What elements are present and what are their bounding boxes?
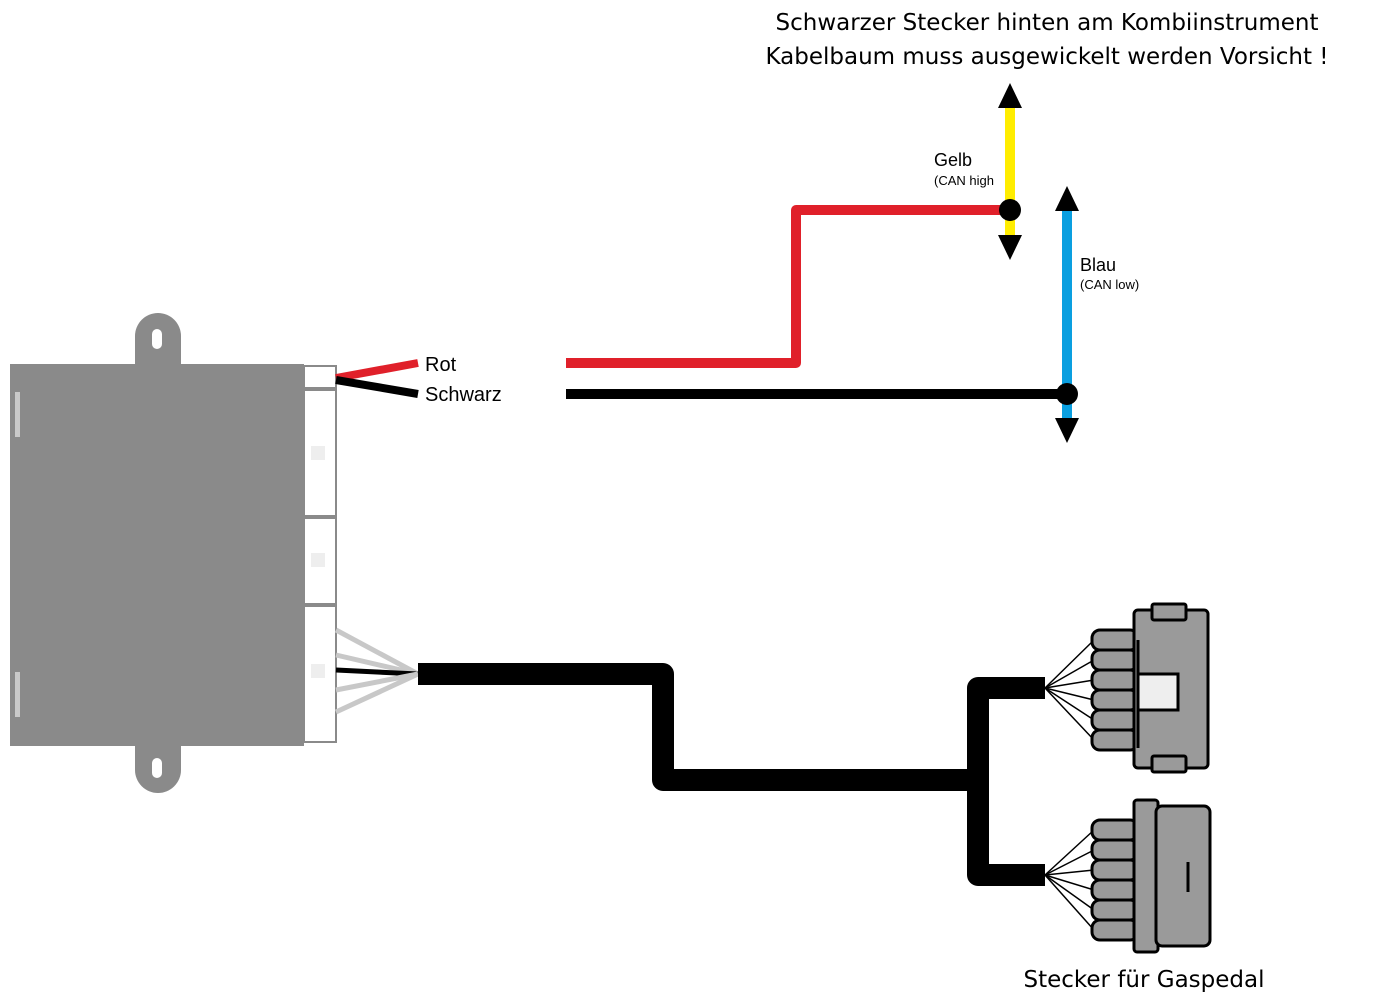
module-port-1-mark	[311, 446, 325, 460]
label-blau: Blau	[1080, 255, 1116, 275]
lower-connector-fan	[1044, 829, 1095, 931]
module-highlight-bottom	[15, 672, 20, 717]
control-module	[10, 313, 337, 793]
red-wire-stub	[335, 359, 419, 382]
blue-arrow-down-icon	[1055, 418, 1079, 443]
title-line-1: Schwarzer Stecker hinten am Kombiinstrum…	[776, 10, 1319, 36]
lower-pedal-connector	[1090, 798, 1212, 954]
label-rot: Rot	[425, 354, 457, 376]
black-wire-stub	[335, 376, 419, 398]
upper-connector-fan	[1044, 639, 1095, 741]
blue-arrow-up-icon	[1055, 186, 1079, 211]
yellow-arrow-up-icon	[998, 83, 1022, 108]
red-wire	[566, 205, 1010, 368]
harness-branch	[967, 677, 1045, 886]
label-gaspedal: Stecker für Gaspedal	[1023, 967, 1264, 993]
label-blau-sub: (CAN low)	[1080, 277, 1139, 292]
label-gelb: Gelb	[934, 150, 972, 170]
mounting-hole-top	[152, 329, 162, 349]
upper-pedal-connector	[1090, 602, 1210, 774]
module-port-3-mark	[311, 664, 325, 678]
module-body	[10, 364, 304, 746]
yellow-arrow-down-icon	[998, 235, 1022, 260]
gray-wire-fan	[334, 627, 420, 715]
label-gelb-sub: (CAN high	[934, 173, 994, 188]
module-port-small	[303, 365, 337, 389]
main-harness	[418, 663, 975, 791]
title-line-2: Kabelbaum muss ausgewickelt werden Vorsi…	[765, 44, 1328, 70]
module-port-2-mark	[311, 553, 325, 567]
yellow-junction-dot	[999, 199, 1021, 221]
label-schwarz: Schwarz	[425, 384, 502, 406]
blue-junction-dot	[1056, 383, 1078, 405]
module-highlight-top	[15, 392, 20, 437]
mounting-hole-bottom	[152, 758, 162, 778]
